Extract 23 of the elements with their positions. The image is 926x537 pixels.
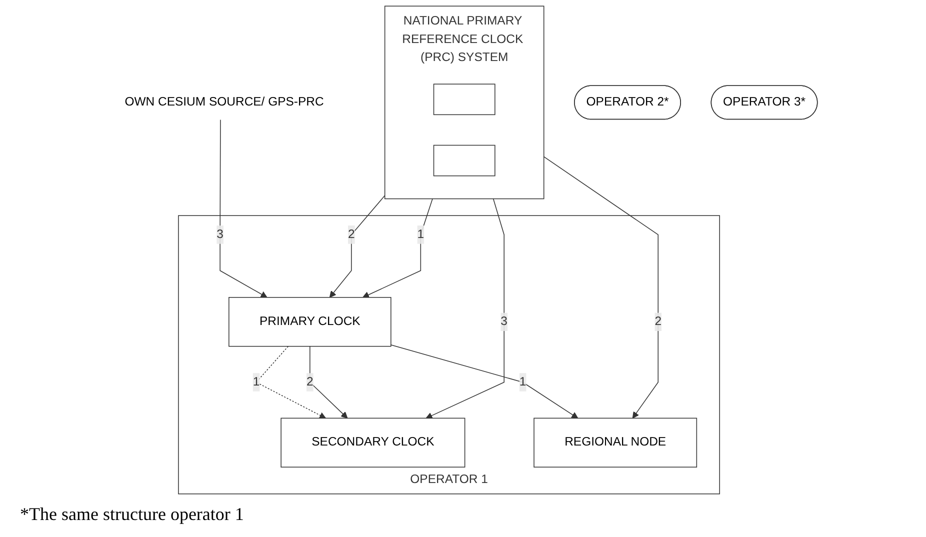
node-box: REGIONAL NODE xyxy=(534,418,698,468)
arrow xyxy=(329,195,386,298)
node-box xyxy=(433,84,496,116)
edge-label: 2 xyxy=(348,228,355,241)
cluster: NATIONAL PRIMARY REFERENCE CLOCK (PRC) SYSTEM xyxy=(384,6,544,200)
node-box: SECONDARY CLOCK xyxy=(280,418,466,468)
edge-label: 1 xyxy=(519,375,526,388)
edge-label: 2 xyxy=(654,314,662,328)
arrow xyxy=(390,344,578,418)
edge-label: 1 xyxy=(252,375,260,388)
arrow xyxy=(220,119,268,298)
node-text: OWN CESIUM SOURCE/ GPS-PRC xyxy=(124,96,324,109)
arrow xyxy=(543,156,658,418)
edge-label: 1 xyxy=(417,228,424,241)
edge-label: 3 xyxy=(216,228,224,241)
arrow xyxy=(362,198,433,298)
node-box: PRIMARY CLOCK xyxy=(228,297,392,347)
arrow xyxy=(310,346,348,418)
arrow xyxy=(426,198,504,419)
node-box xyxy=(433,144,496,176)
edge-label: 2 xyxy=(306,375,314,388)
edge-label: 3 xyxy=(500,314,508,328)
caption: *The same structure operator 1 xyxy=(19,503,245,526)
